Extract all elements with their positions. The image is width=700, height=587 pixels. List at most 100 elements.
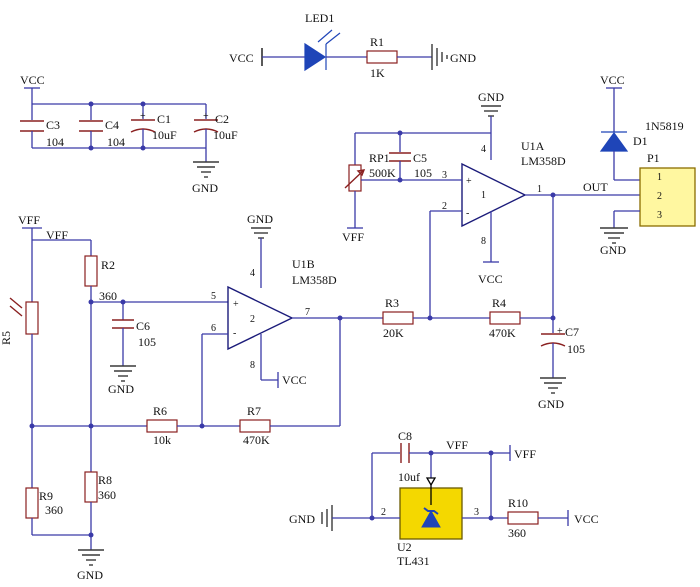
c7-ref: C7 <box>565 325 579 339</box>
vff-label: VFF <box>514 447 536 461</box>
c1-ref: C1 <box>157 112 171 126</box>
svg-text:3: 3 <box>657 210 662 221</box>
r2-ref: R2 <box>101 258 115 272</box>
c3-value: 104 <box>46 135 64 149</box>
p1-ref: P1 <box>647 151 660 165</box>
u2-value: TL431 <box>397 554 430 568</box>
svg-text:1: 1 <box>657 172 662 183</box>
rp1-value: 500K <box>369 166 396 180</box>
r5-ref: R5 <box>0 331 13 345</box>
svg-text:1: 1 <box>537 184 542 195</box>
r3-resistor <box>382 311 414 325</box>
vcc-label: VCC <box>229 51 254 65</box>
gnd-label: GND <box>247 212 273 226</box>
svg-text:8: 8 <box>481 236 486 247</box>
vcc-label: VCC <box>282 373 307 387</box>
gnd-label: GND <box>538 397 564 411</box>
u1a-opamp <box>461 162 527 228</box>
c2-value: 10uF <box>213 128 238 142</box>
svg-text:2: 2 <box>657 191 662 202</box>
r8-ref: R8 <box>98 473 112 487</box>
led1-light-arrow <box>317 29 333 43</box>
gnd-label: GND <box>289 512 315 526</box>
svg-text:-: - <box>233 328 236 339</box>
c1-value: 10uF <box>152 128 177 142</box>
r4-value: 470K <box>489 326 516 340</box>
svg-text:+: + <box>557 326 563 337</box>
vff-label: VFF <box>46 228 68 242</box>
u1b-amplifier-stage: GND 4 U1B LM358D + - 2 8 VCC 5 6 7 R3 20… <box>201 195 585 426</box>
svg-text:+: + <box>233 299 239 310</box>
svg-text:+: + <box>203 111 209 122</box>
u1b-opamp <box>227 285 294 351</box>
u2-regulator-diode <box>421 509 441 528</box>
svg-text:3: 3 <box>474 507 479 518</box>
gnd-label: GND <box>77 568 103 582</box>
rp1-ref: RP1 <box>369 151 390 165</box>
svg-text:3: 3 <box>442 170 447 181</box>
svg-text:-: - <box>466 208 469 219</box>
gnd-label: GND <box>450 51 476 65</box>
r8-value: 360 <box>98 488 116 502</box>
led1-ref: LED1 <box>305 11 334 25</box>
vcc-label: VCC <box>20 73 45 87</box>
r10-ref: R10 <box>508 496 528 510</box>
svg-text:4: 4 <box>481 144 486 155</box>
r1-value: 1K <box>370 66 385 80</box>
r7-ref: R7 <box>247 404 261 418</box>
u1b-value: LM358D <box>292 273 337 287</box>
led-indicator-circuit: VCC LED1 R1 1K GND <box>229 11 476 80</box>
svg-text:2: 2 <box>250 314 255 325</box>
r4-ref: R4 <box>492 296 506 310</box>
r9-ref: R9 <box>39 489 53 503</box>
svg-text:+: + <box>466 176 472 187</box>
r9-resistor <box>25 487 39 519</box>
r7-resistor <box>239 419 271 433</box>
r5-photoresistor <box>25 301 39 335</box>
svg-text:1: 1 <box>481 190 486 201</box>
r6-resistor <box>146 419 178 433</box>
c5-value: 105 <box>414 166 432 180</box>
led1-diode-symbol <box>304 42 327 72</box>
p1-connector <box>639 167 696 227</box>
d1-value: 1N5819 <box>645 119 684 133</box>
output-connector-section: VCC 1N5819 D1 P1 1 2 3 GND <box>599 73 696 257</box>
gnd-label: GND <box>478 90 504 104</box>
d1-ref: D1 <box>633 134 648 148</box>
u1a-value: LM358D <box>521 154 566 168</box>
r10-value: 360 <box>508 526 526 540</box>
vcc-label: VCC <box>478 272 503 286</box>
c2-ref: C2 <box>215 112 229 126</box>
svg-text:2: 2 <box>442 201 447 212</box>
svg-text:7: 7 <box>305 307 310 318</box>
r2-value: 360 <box>99 289 117 303</box>
d1-diode-symbol <box>599 131 629 152</box>
vcc-label: VCC <box>574 512 599 526</box>
c4-ref: C4 <box>105 118 119 132</box>
vcc-label: VCC <box>600 73 625 87</box>
c7-value: 105 <box>567 342 585 356</box>
r1-resistor <box>366 50 398 64</box>
svg-text:5: 5 <box>211 291 216 302</box>
r6-value: 10k <box>153 433 171 447</box>
c6-value: 105 <box>138 335 156 349</box>
svg-text:2: 2 <box>381 507 386 518</box>
r4-resistor <box>489 311 521 325</box>
svg-text:4: 4 <box>250 268 255 279</box>
sensor-bridge: VFF VFF R5 R9 360 R2 360 R8 360 <box>0 213 341 582</box>
tl431-reference: C8 10uf VFF VFF U2 TL431 GND 2 3 <box>289 429 599 568</box>
c4-value: 104 <box>107 135 125 149</box>
svg-text:6: 6 <box>211 323 216 334</box>
c5-ref: C5 <box>413 151 427 165</box>
r7-value: 470K <box>243 433 270 447</box>
gnd-label: GND <box>600 243 626 257</box>
r3-ref: R3 <box>385 296 399 310</box>
c8-value: 10uf <box>398 470 420 484</box>
u1a-amplifier-stage: GND 4 U1A LM358D + - 1 8 VCC 3 2 1 OUT <box>342 90 640 318</box>
c6-ref: C6 <box>136 319 150 333</box>
u2-ref: U2 <box>397 540 412 554</box>
svg-text:+: + <box>140 111 146 122</box>
svg-text:8: 8 <box>250 360 255 371</box>
u1a-ref: U1A <box>521 139 545 153</box>
